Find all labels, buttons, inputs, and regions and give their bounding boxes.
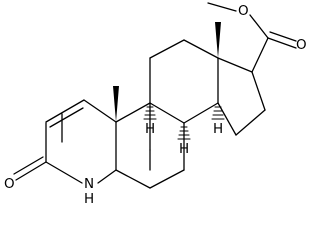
bond-c12-c13 bbox=[183, 39, 219, 59]
ring-b bbox=[115, 102, 185, 189]
nitrogen-atom-label: N bbox=[84, 176, 94, 192]
bond-c3-o-double-a bbox=[15, 161, 47, 181]
bond-c10-c9 bbox=[115, 102, 151, 123]
nitrogen-hydrogen-label: H bbox=[84, 191, 94, 207]
bond-ester-c-o-double-a bbox=[267, 37, 297, 49]
ring-c bbox=[149, 39, 219, 124]
lactam-oxygen-label: O bbox=[4, 176, 15, 192]
bond-c11-c12 bbox=[149, 39, 185, 59]
c19-methyl-wedge bbox=[113, 86, 119, 122]
bond-c16-c15 bbox=[235, 109, 266, 136]
molecule-canvas: N H O O O H H H bbox=[4, 2, 307, 207]
bond-c8-c9 bbox=[149, 102, 185, 124]
bond-ester-c-o-single bbox=[249, 14, 269, 39]
bond-ester-o-methyl bbox=[207, 2, 237, 12]
ring-a bbox=[13, 99, 117, 184]
bond-c17-c16 bbox=[251, 71, 266, 111]
stereo-hydrogen-c9-label: H bbox=[145, 121, 155, 137]
hash-bond-h8 bbox=[177, 126, 191, 140]
bond-c2-c3-double bbox=[49, 107, 84, 128]
bond-c3-n4 bbox=[45, 161, 83, 184]
c18-methyl-wedge bbox=[215, 22, 221, 58]
bond-c10-c1 bbox=[83, 99, 117, 123]
hash-bond-h9 bbox=[143, 106, 157, 120]
bond-c17-ester-carbon bbox=[251, 37, 269, 73]
chemical-structure-diagram: N H O O O H H H bbox=[4, 2, 307, 207]
bond-c14-c8 bbox=[183, 102, 219, 124]
stereo-hydrogen-c14-label: H bbox=[213, 121, 223, 137]
bond-c5-c6 bbox=[115, 169, 151, 189]
ester-carbonyl-oxygen-label: O bbox=[296, 37, 307, 53]
bond-c15-c14 bbox=[217, 102, 237, 136]
bond-c3-o-double-b bbox=[13, 156, 44, 175]
bond-c6-c7 bbox=[149, 169, 185, 189]
bond-c2-c3 bbox=[45, 99, 85, 123]
stereo-hydrogen-c8-label: H bbox=[179, 141, 189, 157]
ring-d bbox=[217, 57, 266, 136]
ester-ether-oxygen-label: O bbox=[238, 3, 249, 19]
methyl-ester-group bbox=[207, 2, 297, 73]
bond-ester-c-o-double-b bbox=[269, 31, 297, 42]
bond-c13-c17 bbox=[217, 57, 253, 73]
bond-n4-c5 bbox=[97, 169, 117, 184]
hash-bond-h14 bbox=[211, 106, 225, 120]
